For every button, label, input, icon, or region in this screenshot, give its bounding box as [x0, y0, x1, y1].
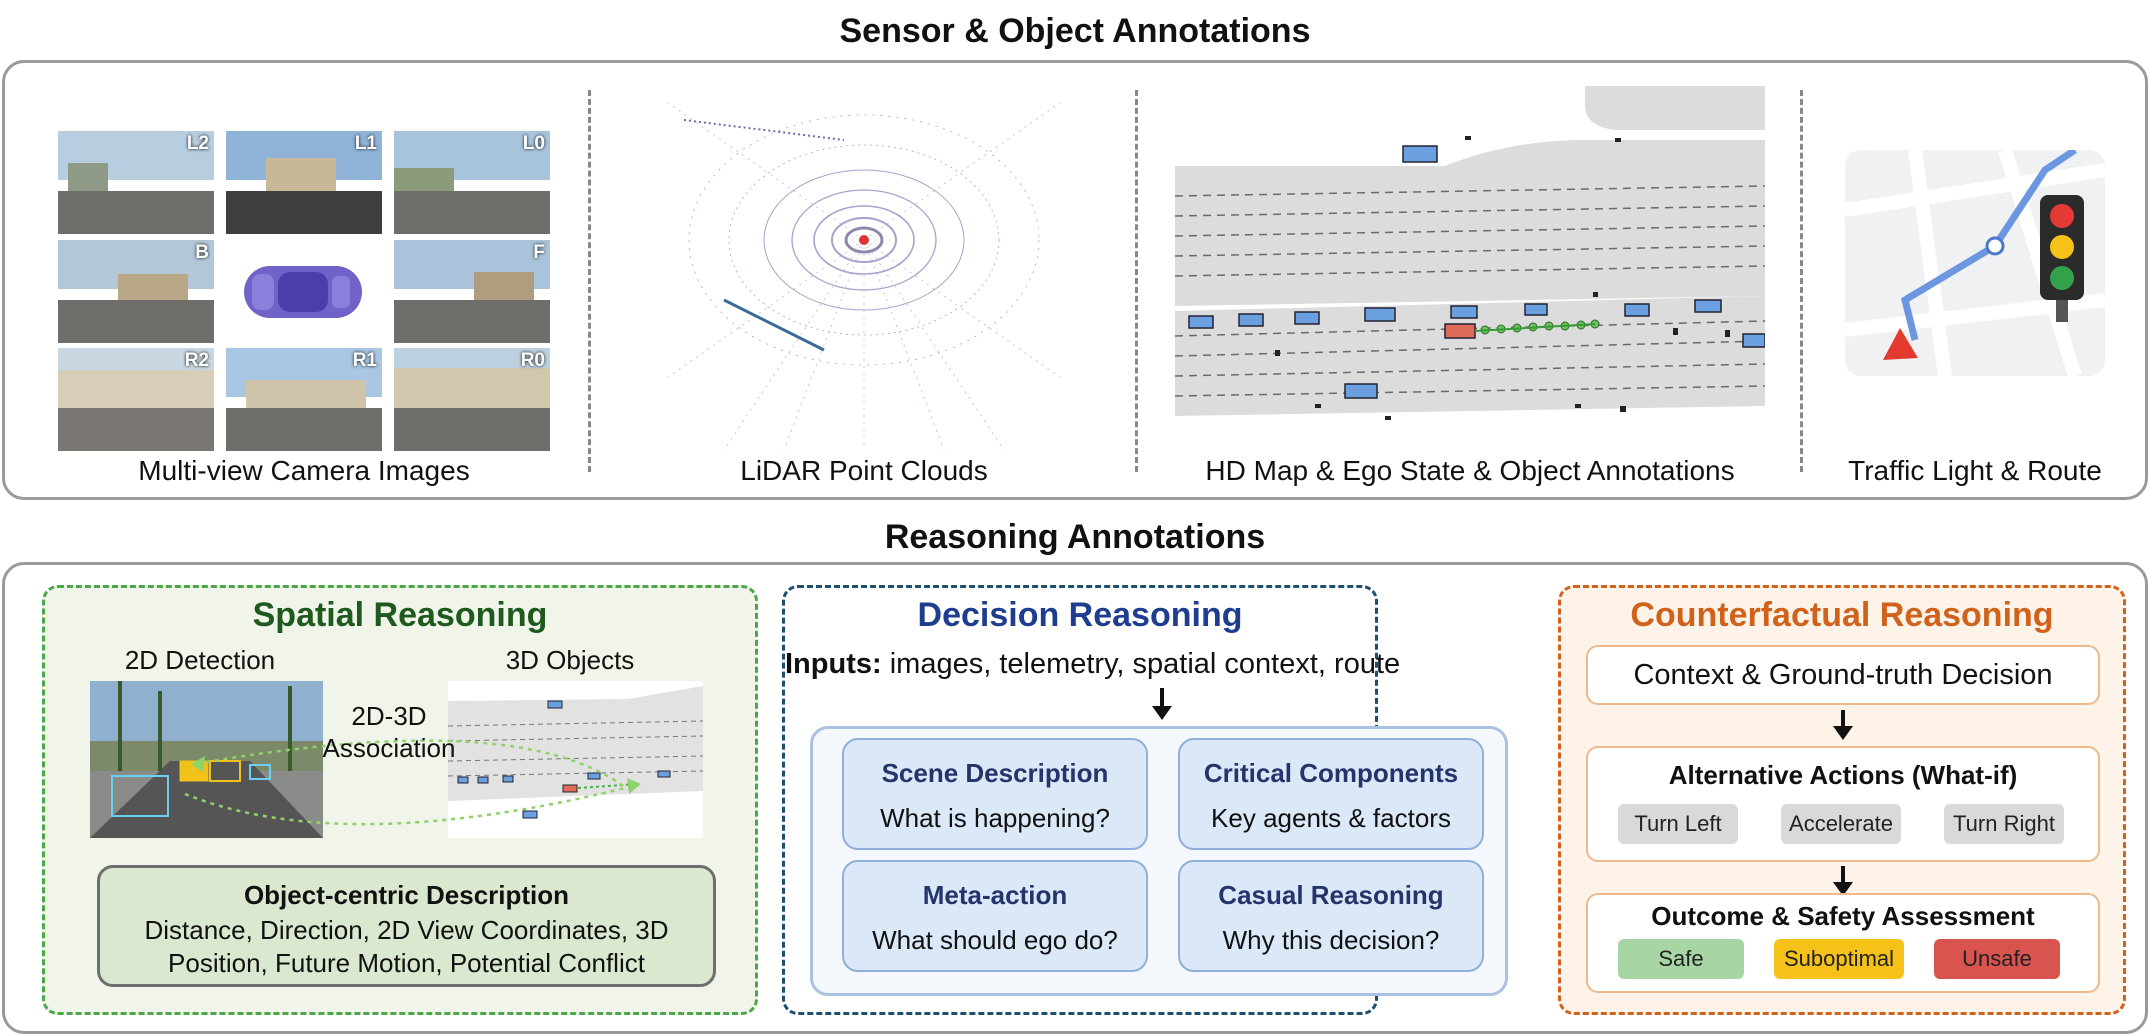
spatial-title: Spatial Reasoning	[252, 596, 548, 634]
box-text: What is happening?	[880, 803, 1110, 833]
hd-map-view	[1174, 86, 1766, 436]
box-heading: Meta-action	[922, 880, 1068, 910]
camera-label: R2	[184, 350, 209, 371]
context-box: Context & Ground-truth Decision	[1586, 645, 2100, 705]
box-text: Key agents & factors	[1211, 803, 1451, 833]
unsafe-badge: Unsafe	[1934, 939, 2060, 979]
lidar-caption: LiDAR Point Clouds	[740, 455, 988, 486]
traffic-caption: Traffic Light & Route	[1848, 455, 2102, 486]
down-arrow	[1833, 866, 1853, 896]
camera-view-r0: R0	[394, 348, 550, 451]
turn-right-action: Turn Right	[1944, 804, 2064, 844]
camera-label: L0	[522, 133, 545, 154]
divider	[1800, 90, 1803, 472]
description-title: Object-centric Description	[243, 880, 570, 910]
down-arrow	[1152, 688, 1172, 720]
camera-view-r2: R2	[58, 348, 214, 451]
alternative-actions-box: Alternative Actions (What-if) Turn Left …	[1586, 746, 2100, 862]
inputs-label: Inputs:	[785, 648, 882, 680]
detection-2d-label: 2D Detection	[124, 645, 276, 675]
suboptimal-badge: Suboptimal	[1774, 939, 1904, 979]
camera-label: B	[195, 242, 209, 263]
down-arrow	[1833, 710, 1853, 740]
box-text: Why this decision?	[1222, 925, 1440, 955]
inputs-text: images, telemetry, spatial context, rout…	[889, 648, 1401, 680]
camera-view-l1: L1	[226, 131, 382, 234]
description-line1: Distance, Direction, 2D View Coordinates…	[144, 915, 669, 945]
lidar-point-cloud	[663, 80, 1065, 451]
meta-action-box: Meta-action What should ego do?	[842, 860, 1148, 972]
accelerate-action: Accelerate	[1781, 804, 1901, 844]
counterfactual-title: Counterfactual Reasoning	[1630, 596, 2054, 634]
counterfactual-reasoning-panel: Counterfactual Reasoning Context & Groun…	[1558, 585, 2126, 1015]
critical-components-box: Critical Components Key agents & factors	[1178, 738, 1484, 850]
camera-view-b: B	[58, 240, 214, 343]
scene-description-box: Scene Description What is happening?	[842, 738, 1148, 850]
sensor-section-title: Sensor & Object Annotations	[839, 12, 1311, 50]
divider	[588, 90, 591, 472]
camera-view-l2: L2	[58, 131, 214, 234]
spatial-reasoning-panel: Spatial Reasoning 2D Detection 3D Object…	[42, 585, 758, 1015]
box-heading: Casual Reasoning	[1218, 880, 1444, 910]
camera-label: L1	[354, 133, 377, 154]
camera-caption: Multi-view Camera Images	[138, 455, 470, 486]
association-label-line1: 2D-3D	[351, 701, 427, 731]
detection-2d-image	[90, 681, 323, 838]
ego-car-icon	[238, 256, 368, 328]
objects-3d-label: 3D Objects	[505, 645, 635, 675]
decision-reasoning-panel: Decision Reasoning Inputs: images, telem…	[782, 585, 1508, 1015]
safe-badge: Safe	[1618, 939, 1744, 979]
association-label-line2: Association	[322, 733, 456, 763]
outcome-title: Outcome & Safety Assessment	[1651, 901, 2035, 931]
camera-label: F	[533, 242, 545, 263]
camera-view-l0: L0	[394, 131, 550, 234]
camera-grid: L2 L1 L0 B F R2 R1 R0	[58, 131, 550, 451]
alt-actions-title: Alternative Actions (What-if)	[1668, 760, 2018, 790]
box-heading: Critical Components	[1203, 758, 1459, 788]
association-label: 2D-3D Association	[315, 700, 463, 764]
hdmap-caption: HD Map & Ego State & Object Annotations	[1205, 455, 1735, 486]
route-map	[1845, 150, 2105, 376]
camera-label: R1	[352, 350, 377, 371]
decision-title: Decision Reasoning	[917, 596, 1243, 634]
camera-view-f: F	[394, 240, 550, 343]
camera-label: L2	[186, 133, 209, 154]
camera-label: R0	[520, 350, 545, 371]
reasoning-section-title: Reasoning Annotations	[884, 518, 1266, 556]
decision-inputs: Inputs: images, telemetry, spatial conte…	[785, 648, 1400, 681]
turn-left-action: Turn Left	[1618, 804, 1738, 844]
association-arrows	[184, 739, 641, 826]
object-centric-description: Object-centric Description Distance, Dir…	[97, 865, 716, 987]
camera-view-r1: R1	[226, 348, 382, 451]
description-line2: Position, Future Motion, Potential Confl…	[168, 948, 645, 978]
box-heading: Scene Description	[881, 758, 1109, 788]
objects-3d-image	[448, 681, 703, 838]
outcome-box: Outcome & Safety Assessment Safe Subopti…	[1586, 893, 2100, 993]
divider	[1135, 90, 1138, 472]
causal-reasoning-box: Casual Reasoning Why this decision?	[1178, 860, 1484, 972]
box-text: What should ego do?	[872, 925, 1118, 955]
